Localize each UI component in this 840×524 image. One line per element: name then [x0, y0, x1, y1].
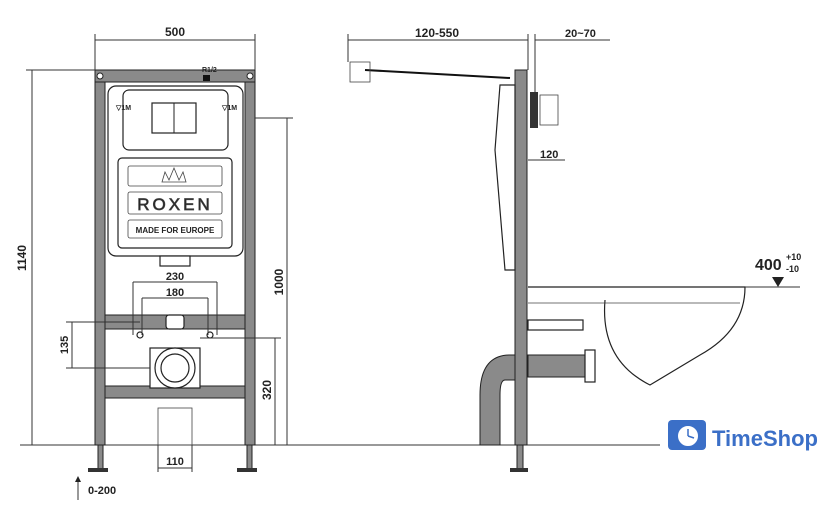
outlet-width-dimension: 110 — [166, 456, 184, 468]
drain-elbow — [479, 354, 516, 446]
front-view-dimensions: 500 1140 1000 320 135 230 180 110 0-200 … — [15, 25, 293, 500]
leg-adjust-dimension: 0-200 — [88, 485, 116, 497]
drain-pipe — [527, 354, 589, 378]
actuation-cable — [364, 69, 511, 79]
side-post — [514, 69, 528, 446]
actuator-height-dimension: 1000 — [272, 268, 286, 295]
brand-logo: ROXEN — [137, 195, 212, 214]
left-post — [94, 69, 106, 446]
inlet-valve — [203, 75, 210, 81]
spacing-230-dimension: 230 — [166, 271, 184, 283]
width-dimension: 500 — [165, 25, 185, 39]
seat-tolerance-plus: +10 — [786, 252, 801, 262]
side-view — [349, 61, 800, 472]
watermark-text: TimeShop — [712, 426, 818, 451]
toilet-bowl — [528, 286, 746, 386]
inlet-label: R1/2 — [202, 67, 217, 74]
outlet-height-dimension: 320 — [260, 380, 274, 400]
seat-tolerance-minus: -10 — [786, 264, 799, 274]
right-post — [244, 69, 256, 446]
flush-connector — [165, 314, 185, 330]
front-view-frame: ROXEN MADE FOR EUROPE ▽1M ▽1M — [88, 69, 257, 472]
top-bar — [94, 69, 256, 83]
logo-box — [127, 165, 223, 187]
panel-dimension: 120 — [540, 149, 558, 161]
level-mark-left: ▽1M — [115, 105, 131, 112]
spacing-180-dimension: 180 — [166, 287, 184, 299]
seat-height-dimension: 400 — [755, 257, 782, 274]
cistern-side — [494, 84, 516, 271]
crown-logo-icon — [161, 166, 187, 183]
wall-dimension: 20~70 — [565, 28, 596, 40]
left-leg — [97, 444, 104, 471]
brand-slogan: MADE FOR EUROPE — [136, 226, 215, 235]
seat-height-marker — [772, 277, 784, 287]
level-mark-right: ▽1M — [221, 105, 237, 112]
strut-spacing-dimension: 135 — [59, 336, 71, 354]
height-dimension: 1140 — [15, 245, 29, 271]
right-leg — [246, 444, 253, 471]
label-panel — [117, 157, 233, 249]
water-inlet — [527, 319, 584, 331]
actuator-side — [530, 92, 538, 128]
timeshop-watermark: TimeShop — [668, 420, 818, 451]
depth-dimension: 120-550 — [415, 26, 459, 40]
side-view-dimensions: 120-550 20~70 120 400 +10 -10 — [347, 26, 801, 274]
